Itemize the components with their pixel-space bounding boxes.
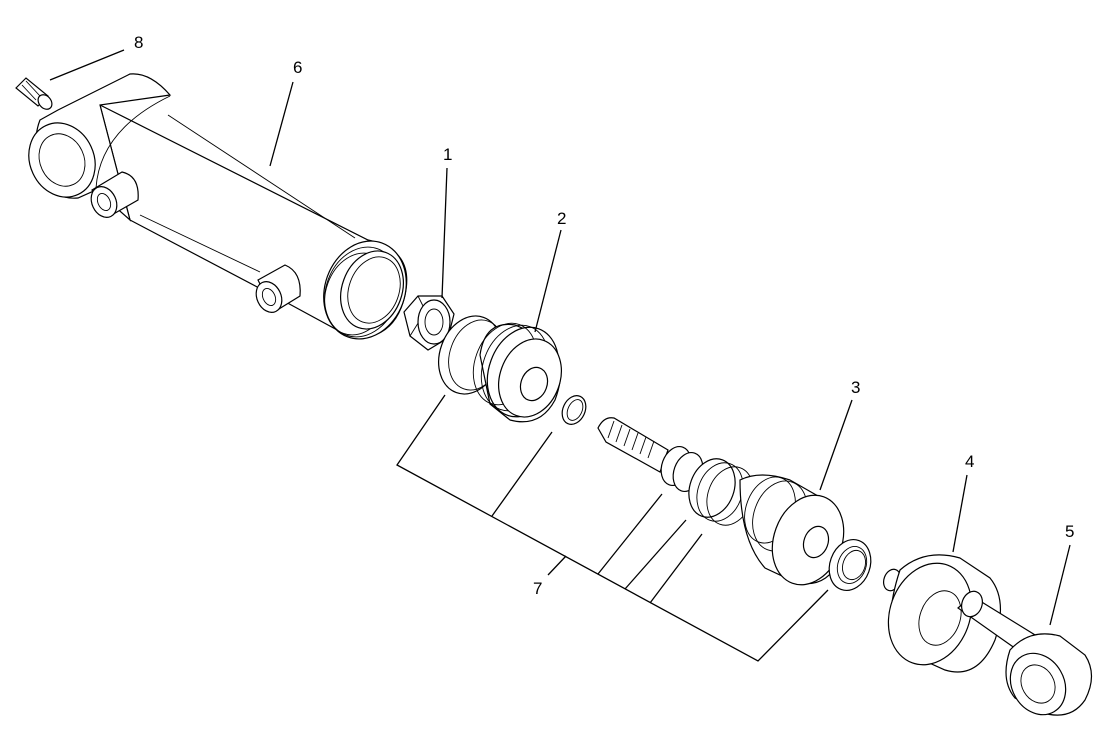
leader-7c (624, 519, 687, 590)
leader-7b (597, 493, 663, 575)
callout-1: 1 (443, 145, 452, 164)
leader-8 (49, 49, 125, 81)
part-5-rod-end (957, 590, 1093, 716)
leader-7d (649, 533, 703, 604)
part-2-piston (438, 315, 562, 423)
callout-7: 7 (533, 579, 542, 598)
part-1-hex-nut (403, 295, 455, 351)
leader-5 (1049, 544, 1071, 626)
part-3-gland-assembly (597, 417, 845, 586)
part-8-grease-fitting (15, 77, 53, 110)
o-ring (561, 395, 587, 425)
leader-3 (819, 399, 853, 491)
callout-6: 6 (293, 58, 302, 77)
leader-7-main (547, 555, 567, 576)
leader-6 (269, 81, 294, 167)
callout-3: 3 (851, 378, 860, 397)
part-6-cylinder-barrel (28, 73, 408, 340)
callout-2: 2 (557, 209, 566, 228)
leader-7a (491, 431, 553, 517)
callout-8: 8 (134, 33, 143, 52)
leader-1 (441, 167, 448, 299)
part-4-rod-collar (882, 554, 1002, 673)
callout-labels: 8 6 1 2 3 4 5 7 (134, 33, 1074, 598)
leader-lines (49, 49, 1071, 662)
bracket-7 (396, 394, 829, 662)
callout-5: 5 (1065, 522, 1074, 541)
leader-2 (534, 229, 562, 333)
rod-seal (828, 539, 872, 591)
leader-4 (952, 474, 968, 553)
callout-4: 4 (965, 452, 974, 471)
